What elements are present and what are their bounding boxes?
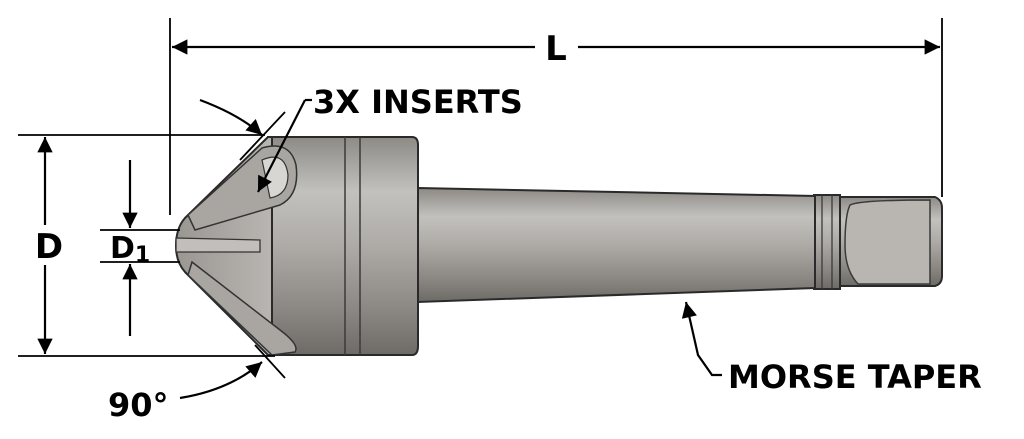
- taper-callout: MORSE TAPER: [681, 301, 982, 396]
- inserts-label: 3X INSERTS: [313, 83, 523, 121]
- neck: [813, 194, 841, 290]
- diameter-dimension: D: [18, 134, 275, 357]
- length-label: L: [545, 29, 567, 69]
- insert-bottom: [187, 260, 297, 356]
- small-diameter-dimension: D1: [100, 160, 180, 336]
- diameter-label: D: [35, 227, 63, 267]
- tang-flat: [844, 199, 931, 285]
- angle-callout: 90°: [108, 344, 286, 424]
- main-cylinder: [267, 136, 419, 356]
- angle-label: 90°: [108, 386, 169, 424]
- insert-front: [175, 237, 261, 253]
- small-diameter-label: D1: [110, 231, 150, 268]
- length-dimension: L: [169, 18, 943, 215]
- tool-body: [174, 136, 943, 356]
- inserts-callout: 3X INSERTS: [199, 83, 523, 193]
- taper-label: MORSE TAPER: [728, 358, 982, 396]
- morse-taper-shank: [417, 186, 816, 304]
